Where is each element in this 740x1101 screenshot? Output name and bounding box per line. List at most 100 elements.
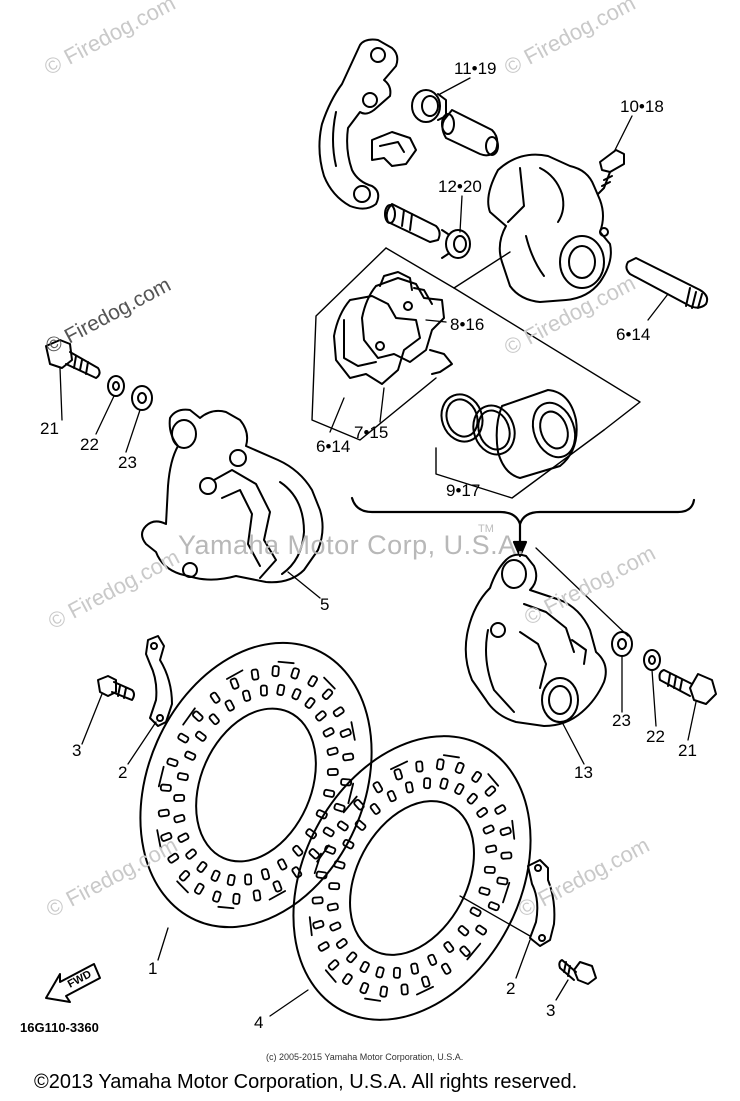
disc-slot [225,669,244,680]
label-10-18: 10•18 [620,97,664,116]
disc-hole [342,752,355,762]
label-8-16: 8•16 [450,315,485,334]
disc-hole [321,688,334,701]
disc-hole [277,858,288,871]
disc-hole [494,804,507,815]
forward-arrow-icon: FWD [45,963,101,1003]
disc-hole [435,758,445,771]
disc-hole [176,772,189,782]
brake-disc-right [292,735,532,1021]
disc-hole [226,873,236,887]
lock-plate-left [145,635,173,727]
bleed-screw [597,149,625,195]
disc-hole [317,941,330,952]
disc-hole [208,713,220,726]
disc-hole [475,924,488,936]
disc-hole [482,824,495,835]
disc-hole [336,820,349,832]
disc-slot [390,760,409,771]
disc-hole [375,966,385,979]
disc-hole [276,683,286,697]
footer-copyright: ©2013 Yamaha Motor Corporation, U.S.A. A… [34,1071,578,1093]
disc-hole [210,869,221,882]
disc-hole [459,945,471,958]
disc-hole [466,792,478,805]
disc-hole [476,806,489,818]
disc-hole [346,951,358,964]
assembly-brace [350,496,696,558]
disc-bolt-3-right [558,959,597,985]
small-copyright: (c) 2005-2015 Yamaha Motor Corporation, … [266,1052,464,1062]
label-3-right: 3 [546,1001,556,1020]
disc-hole [209,691,221,704]
disc-slot [313,852,322,875]
disc-hole [166,757,179,768]
disc-hole [252,889,262,902]
disc-hole [307,675,319,688]
disc-slot [347,782,355,805]
disc-slot [466,942,482,961]
label-11-19: 11•19 [454,59,497,78]
label-2-right: 2 [506,979,516,998]
disc-hole [292,844,304,857]
leader-lines [59,77,697,1017]
caliper-body-exploded [487,153,612,303]
disc-slot [157,765,165,788]
disc-hole [323,788,336,798]
slide-pin-boot-upper [411,89,447,123]
disc-hole [312,919,325,930]
disc-hole [354,819,367,831]
disc-hole [315,710,327,722]
disc-hole [308,848,321,860]
label-12-20: 12•20 [438,177,482,196]
slide-pin-lower [384,203,441,243]
washer-23-right [611,631,633,657]
label-21-left: 21 [40,419,59,438]
disc-hole [342,839,355,850]
disc-hole [327,959,340,971]
disc-hole [359,982,370,995]
disc-hole [487,901,500,912]
disc-hole [290,667,300,680]
disc-slot [502,881,511,904]
disc-hole [193,882,205,895]
disc-hole [443,941,455,953]
label-6-14-right: 6•14 [616,325,651,344]
disc-hole [160,832,173,842]
disc-hole [499,826,512,837]
disc-hole [212,890,222,903]
disc-hole [259,684,268,697]
disc-hole [291,688,302,701]
disc-slot [323,676,336,690]
disc-hole [229,677,240,690]
washer-22-left [107,375,125,397]
disc-hole [500,851,513,860]
pad-spring-clip [371,131,417,167]
fwd-label: FWD [66,968,94,990]
diagram-code: 16G110-3360 [20,1020,99,1035]
disc-slot [308,916,313,937]
watermark-tm: TM [478,523,494,535]
disc-hole [359,960,370,974]
disc-hole [173,793,186,802]
bolt-21-left [45,339,101,379]
disc-hole [457,925,470,937]
disc-slot [217,905,235,910]
disc-hole [332,706,345,718]
disc-hole [454,782,465,796]
label-5: 5 [320,595,330,614]
disc-hole [167,852,180,864]
disc-hole [485,844,498,854]
disc-slot [182,707,196,726]
piston-seal-2 [472,404,516,456]
disc-slot [364,997,382,1002]
disc-hole [483,865,496,874]
label-2-left: 2 [118,763,128,782]
disc-hole [191,710,204,722]
label-9-17: 9•17 [446,481,481,500]
label-4: 4 [254,1013,264,1032]
label-7-15: 7•15 [354,423,389,442]
disc-bolt-3-left [97,675,135,701]
disc-hole [335,938,348,950]
disc-hole [372,781,384,794]
